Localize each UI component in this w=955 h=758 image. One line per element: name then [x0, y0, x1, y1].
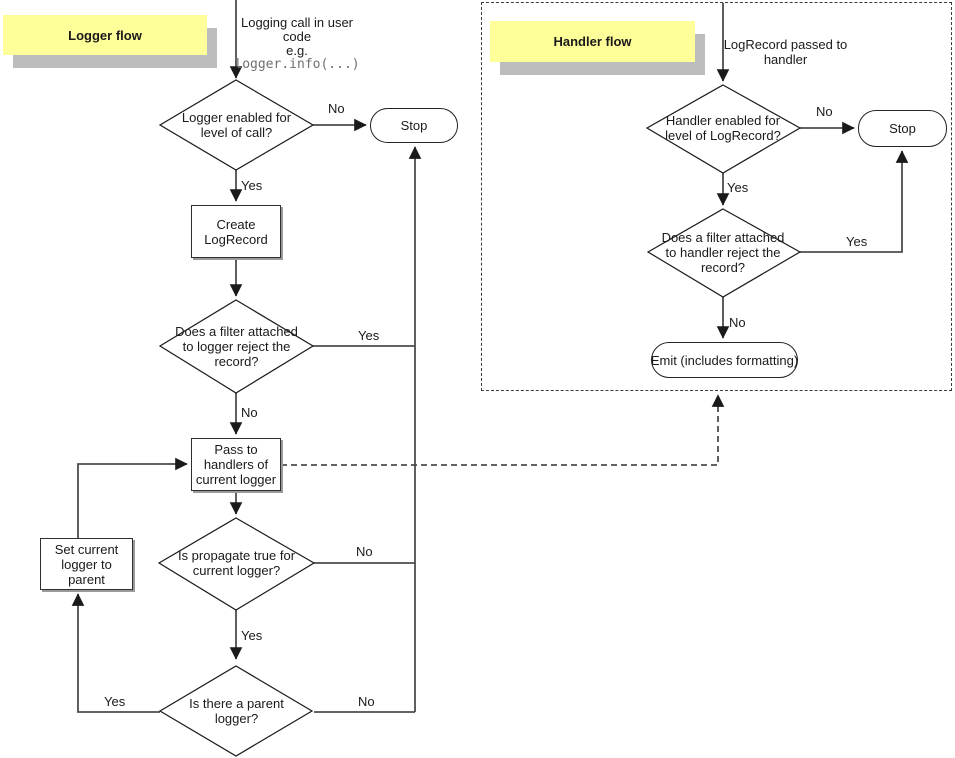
emit-node: Emit (includes formatting) — [651, 342, 798, 378]
set-current-logger-node: Set current logger to parent — [40, 538, 133, 590]
edge-label-handler-filter-no: No — [729, 315, 746, 330]
handler-flow-frame — [481, 2, 952, 391]
create-logrecord-node: Create LogRecord — [191, 205, 281, 258]
edge-label-handler-level-no: No — [816, 104, 833, 119]
logger-start-line: Logging call in user code — [240, 15, 354, 44]
decision-logger-filter-text: Does a filter attached to logger reject … — [175, 323, 298, 369]
decision-handler-filter-text: Does a filter attached to handler reject… — [661, 229, 785, 275]
decision-propagate-shape — [157, 517, 316, 611]
decision-handler-level-shape — [645, 84, 802, 174]
logger-start-text: Logging call in user code e.g. logger.in… — [231, 16, 363, 72]
decision-parent-logger-text: Is there a parent logger? — [189, 696, 284, 726]
decision-propagate-text: Is propagate true for current logger? — [177, 548, 296, 578]
edge-label-parent-no: No — [358, 694, 375, 709]
edge-label-level-no: No — [328, 101, 345, 116]
pass-to-handlers-node: Pass to handlers of current logger — [191, 438, 281, 491]
handler-stop-node: Stop — [858, 110, 947, 147]
edge-pass-to-handler-flow-dashed — [281, 394, 725, 466]
edge-label-handler-level-yes: Yes — [727, 180, 749, 195]
edge-set-current-to-pass — [77, 457, 188, 538]
decision-logger-filter-shape — [158, 299, 315, 394]
decision-logger-level-text: Logger enabled for level of call? — [181, 110, 292, 140]
edge-label-level-yes: Yes — [241, 178, 263, 193]
edge-label-propagate-no: No — [356, 544, 373, 559]
edge-label-filter-yes: Yes — [358, 328, 380, 343]
decision-parent-logger-shape — [158, 665, 314, 757]
logger-start-eg: e.g. — [286, 43, 308, 58]
handler-flow-title: Handler flow — [490, 21, 695, 62]
edge-handler-filter-yes-to-stop — [800, 150, 909, 253]
logger-start-code: logger.info(...) — [234, 57, 360, 72]
decision-handler-level-text: Handler enabled for level of LogRecord? — [665, 113, 781, 143]
edge-label-parent-yes: Yes — [104, 694, 126, 709]
decision-handler-filter-shape — [646, 208, 802, 298]
edge-label-filter-no: No — [241, 405, 258, 420]
edge-parent-yes-to-set-current — [71, 593, 160, 713]
edge-label-handler-filter-yes: Yes — [846, 234, 868, 249]
logger-flow-title: Logger flow — [3, 15, 207, 55]
decision-logger-level-shape — [158, 79, 315, 171]
handler-start-line: LogRecord passed to handler — [723, 37, 848, 67]
edge-label-propagate-yes: Yes — [241, 628, 263, 643]
handler-start-text: LogRecord passed to handler — [723, 37, 848, 67]
logger-stop-node: Stop — [370, 108, 458, 143]
